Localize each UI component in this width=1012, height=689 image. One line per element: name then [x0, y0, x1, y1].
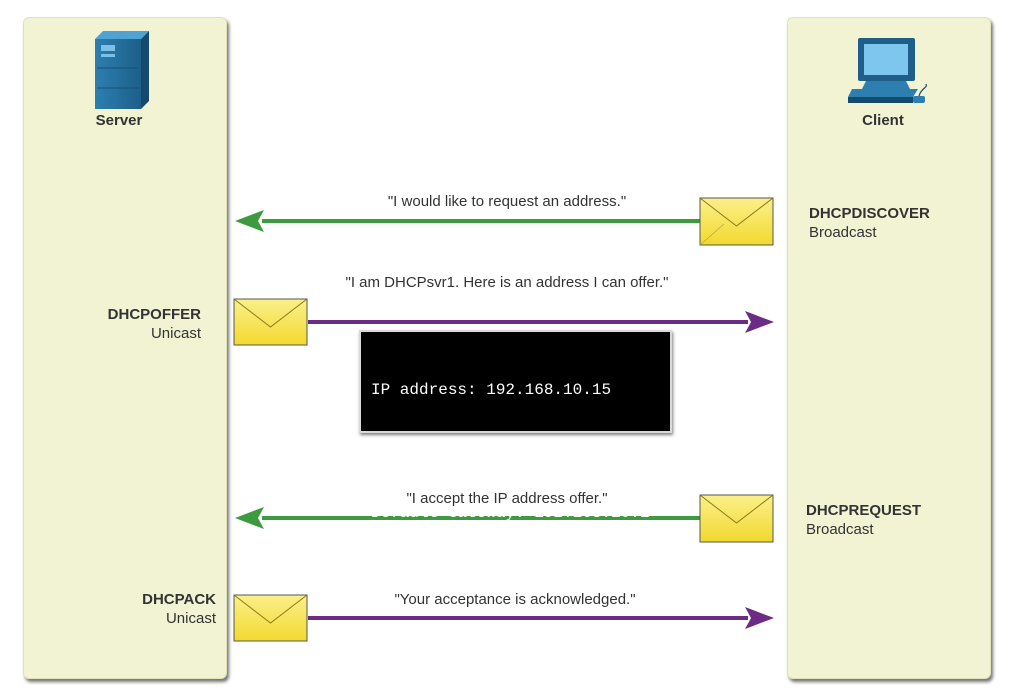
subnet-mask-line: Subnet mask: 255.255.255.0 [371, 442, 621, 461]
message-type-discover: DHCPDISCOVER Broadcast [809, 204, 930, 242]
server-label: Server [95, 112, 143, 129]
message-mode: Broadcast [806, 521, 874, 538]
message-name: DHCPOFFER [107, 306, 201, 323]
message-mode: Unicast [165, 610, 216, 627]
default-gateway-line: Default Gateway: 192.168.10.1 [371, 504, 650, 522]
message-type-offer: DHCPOFFER Unicast [108, 305, 201, 343]
envelope-icon [699, 197, 774, 246]
offer-arrowhead [745, 311, 774, 333]
discover-arrowhead [235, 210, 264, 232]
server-icon [95, 31, 149, 109]
discover-quote: "I would like to request an address." [387, 193, 627, 210]
server-panel [23, 17, 227, 679]
message-mode: Unicast [150, 325, 201, 342]
envelope-icon [233, 594, 308, 642]
lease-time-line: Lease time: 3 days [371, 565, 544, 584]
ack-quote: "Your acceptance is acknowledged." [394, 591, 636, 608]
client-panel [787, 17, 991, 679]
client-label: Client [862, 112, 904, 129]
message-type-request: DHCPREQUEST Broadcast [806, 501, 921, 539]
envelope-icon [233, 298, 308, 346]
offer-details-box: IP address: 192.168.10.15 Subnet mask: 2… [359, 330, 672, 584]
message-mode: Broadcast [809, 224, 877, 241]
message-name: DHCPREQUEST [806, 502, 922, 519]
message-type-ack: DHCPACK Unicast [142, 590, 216, 628]
message-name: DHCPDISCOVER [809, 205, 930, 222]
envelope-icon [699, 494, 774, 543]
offer-quote: "I am DHCPsvr1. Here is an address I can… [345, 274, 669, 291]
request-quote: "I accept the IP address offer." [406, 490, 608, 507]
request-arrowhead [235, 507, 264, 529]
ip-address-line: IP address: 192.168.10.15 [371, 381, 612, 399]
ack-arrowhead [745, 607, 774, 629]
message-name: DHCPACK [142, 591, 216, 608]
computer-icon [848, 38, 927, 103]
